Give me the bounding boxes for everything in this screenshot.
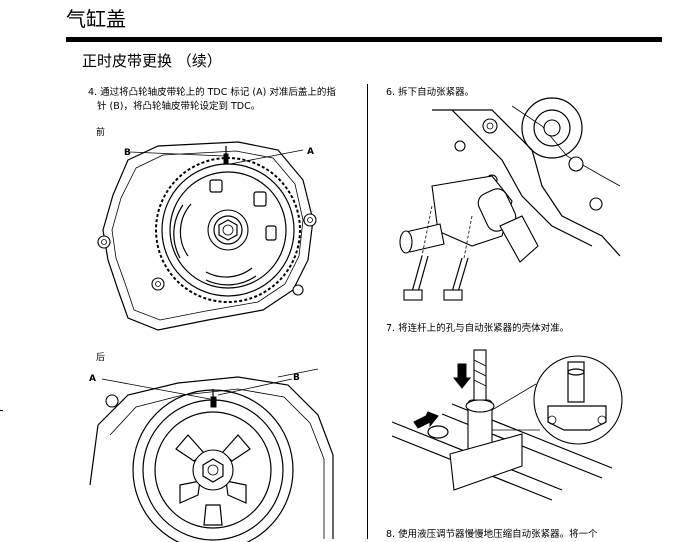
rear-callout-a: A bbox=[89, 374, 96, 384]
rear-label: 后 bbox=[96, 353, 106, 363]
margin-tick bbox=[0, 410, 3, 411]
page-title: 气缸盖 bbox=[66, 7, 126, 31]
column-divider bbox=[367, 84, 368, 539]
front-callout-a: A bbox=[307, 147, 314, 157]
front-label: 前 bbox=[96, 128, 106, 138]
auto-tensioner-removal-diagram bbox=[399, 97, 621, 301]
camshaft-pulley-front-diagram bbox=[97, 141, 317, 331]
header-rule bbox=[66, 37, 662, 42]
step-4-line-1: 4. 通过将凸轮轴皮带轮上的 TDC 标记 (A) 对准后盖上的指 bbox=[88, 87, 336, 98]
front-callout-b: B bbox=[124, 148, 131, 158]
tensioner-alignment-press-diagram bbox=[391, 349, 623, 501]
step-6: 6. 拆下自动张紧器。 bbox=[386, 87, 475, 98]
step-7: 7. 将连杆上的孔与自动张紧器的壳体对准。 bbox=[386, 323, 570, 334]
step-8: 8. 使用液压调节器慢慢地压缩自动张紧器。将一个 bbox=[386, 529, 598, 540]
step-4-line-2: 针 (B)，将凸轮轴皮带轮设定到 TDC。 bbox=[97, 101, 261, 112]
camshaft-pulley-rear-diagram bbox=[89, 368, 334, 542]
rear-callout-b: B bbox=[293, 373, 300, 383]
section-title: 正时皮带更换 （续） bbox=[82, 52, 222, 70]
